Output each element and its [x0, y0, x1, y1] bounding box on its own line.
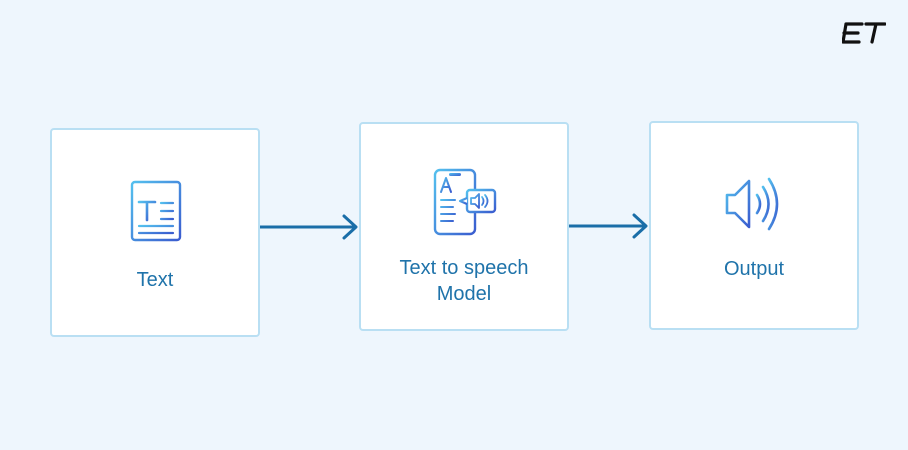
node-text-label: Text: [136, 269, 174, 291]
node-tts-model: Text to speech Model: [359, 122, 569, 331]
speaker-volume-icon: [725, 177, 779, 231]
node-tts-label: Text to speech Model: [361, 255, 567, 307]
arrow-text-to-tts: [260, 214, 358, 240]
node-tts-label-line2: Model: [436, 283, 492, 305]
node-output: Output: [649, 121, 859, 330]
arrow-tts-to-output: [569, 213, 648, 239]
node-text: Text: [50, 128, 260, 337]
brand-logo: ET: [842, 22, 886, 44]
node-output-label: Output: [723, 258, 785, 280]
node-tts-label-line1: Text to speech: [399, 257, 529, 279]
phone-speaker-icon: [433, 168, 497, 236]
text-document-icon: [130, 180, 182, 242]
